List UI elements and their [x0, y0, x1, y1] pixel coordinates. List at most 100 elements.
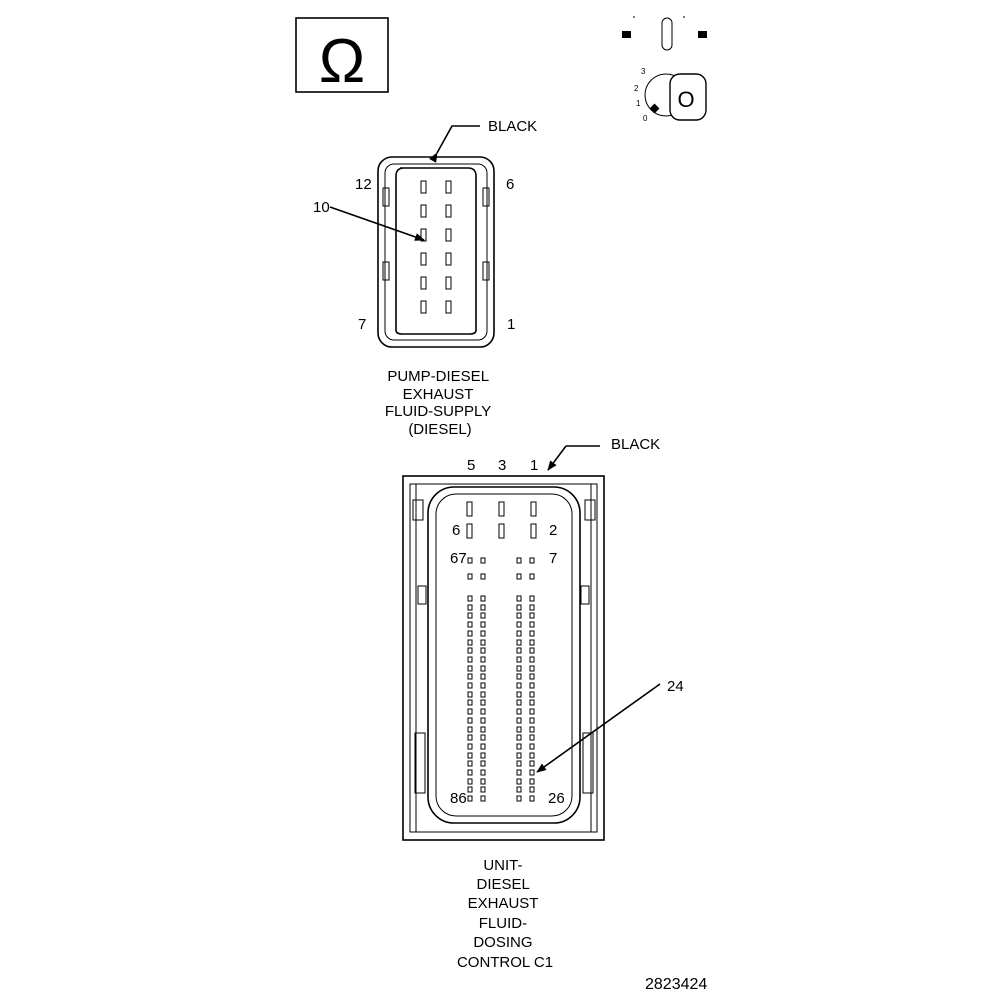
dosing-small-cavity [529, 786, 535, 793]
dosing-small-cavity [529, 760, 535, 767]
dosing-small-cavity [529, 647, 535, 654]
dosing-small-cavity [467, 573, 473, 580]
pump-cavity [420, 180, 427, 194]
dosing-pin-label-7: 7 [549, 550, 557, 567]
dosing-large-cavity [466, 501, 473, 517]
dosing-control-connector: BLACK 5 3 1 6 2 67 7 86 26 24 UNIT- DIES… [402, 436, 684, 971]
dosing-small-cavity [480, 647, 486, 654]
dosing-small-cavity [467, 726, 473, 733]
dosing-small-cavity [516, 734, 522, 741]
pump-cavity [445, 228, 452, 242]
pump-cavity [420, 252, 427, 266]
dosing-small-cavity [516, 699, 522, 706]
dosing-small-cavity [516, 795, 522, 802]
switch-position-0: 0 [643, 114, 648, 123]
ohmmeter-icon: Ω [295, 17, 389, 96]
ignition-key-icon: O 3 2 1 0 [622, 16, 707, 123]
dosing-color-label: BLACK [611, 436, 660, 453]
dosing-small-cavity [467, 604, 473, 611]
dosing-small-cavity [529, 573, 535, 580]
dosing-small-cavity [480, 630, 486, 637]
dosing-small-cavity [529, 708, 535, 715]
dosing-pin-label-2: 2 [549, 522, 557, 539]
dosing-small-cavity [516, 630, 522, 637]
dosing-small-cavity [529, 673, 535, 680]
dosing-small-cavity [480, 726, 486, 733]
dosing-small-cavity [529, 734, 535, 741]
dosing-small-cavity [467, 778, 473, 785]
dosing-small-cavity [529, 621, 535, 628]
dosing-small-cavity [529, 595, 535, 602]
dosing-small-cavity [480, 573, 486, 580]
dosing-large-cavity [498, 501, 505, 517]
dosing-small-cavity [480, 621, 486, 628]
dosing-small-cavity [529, 743, 535, 750]
pump-connector: BLACK 12 6 7 1 10 PUMP-DIESEL EXHAUST FL… [313, 118, 537, 438]
dosing-large-cavity [498, 523, 505, 539]
dosing-small-cavity [516, 656, 522, 663]
dosing-small-cavity [516, 708, 522, 715]
dosing-top-pin-1: 1 [530, 457, 538, 474]
dosing-small-cavity [467, 734, 473, 741]
pump-pin-label-7: 7 [358, 316, 366, 333]
dosing-small-cavity [467, 769, 473, 776]
dosing-small-cavity [467, 795, 473, 802]
dosing-small-cavity [480, 760, 486, 767]
dosing-small-cavity [516, 665, 522, 672]
ohm-symbol: Ω [319, 27, 365, 96]
dosing-small-cavity [467, 786, 473, 793]
dosing-small-cavity [529, 769, 535, 776]
dosing-small-cavity [516, 778, 522, 785]
dosing-small-cavity [467, 595, 473, 602]
dosing-small-cavity [480, 612, 486, 619]
dosing-small-cavity [516, 769, 522, 776]
dosing-small-cavity [516, 573, 522, 580]
dosing-small-cavity [480, 734, 486, 741]
pump-cavity [445, 252, 452, 266]
dosing-small-cavity [529, 557, 535, 564]
dosing-small-cavity [467, 691, 473, 698]
dosing-pin-label-67: 67 [450, 550, 467, 567]
dosing-small-cavity [529, 699, 535, 706]
pump-connector-cavities [420, 180, 452, 314]
pump-cavity [445, 276, 452, 290]
dosing-small-cavity [516, 743, 522, 750]
pump-color-label: BLACK [488, 118, 537, 135]
pump-cavity [420, 276, 427, 290]
dosing-small-cavity [516, 604, 522, 611]
dosing-small-cavity [529, 778, 535, 785]
dosing-pin-label-6: 6 [452, 522, 460, 539]
switch-position-2: 2 [634, 84, 639, 93]
pump-cavity [445, 180, 452, 194]
dosing-top-pin-5: 5 [467, 457, 475, 474]
dosing-small-cavity [467, 708, 473, 715]
figure-id: 2823424 [645, 976, 707, 993]
dosing-small-cavity [516, 557, 522, 564]
dosing-callout-24: 24 [667, 678, 684, 695]
dosing-small-cavity [529, 630, 535, 637]
dosing-small-cavity [529, 656, 535, 663]
dosing-small-cavity [480, 717, 486, 724]
dosing-connector-cavities [466, 501, 537, 802]
dosing-small-cavity [467, 557, 473, 564]
dosing-small-cavity [480, 786, 486, 793]
dosing-small-cavity [516, 612, 522, 619]
pump-cavity [420, 300, 427, 314]
dosing-small-cavity [529, 682, 535, 689]
dosing-pin-label-26: 26 [548, 790, 565, 807]
dosing-top-pin-3: 3 [498, 457, 506, 474]
dosing-small-cavity [467, 717, 473, 724]
pump-cavity [420, 204, 427, 218]
pump-callout-10: 10 [313, 199, 330, 216]
dosing-large-cavity [530, 523, 537, 539]
pump-pin-label-6: 6 [506, 176, 514, 193]
switch-position-3: 3 [641, 67, 646, 76]
dosing-small-cavity [529, 612, 535, 619]
dosing-small-cavity [467, 752, 473, 759]
dosing-small-cavity [480, 778, 486, 785]
dosing-small-cavity [516, 595, 522, 602]
dosing-caption: UNIT- DIESEL EXHAUST FLUID- DOSING CONTR… [457, 857, 553, 971]
dosing-large-cavity [466, 523, 473, 539]
dosing-small-cavity [480, 795, 486, 802]
dosing-small-cavity [467, 760, 473, 767]
